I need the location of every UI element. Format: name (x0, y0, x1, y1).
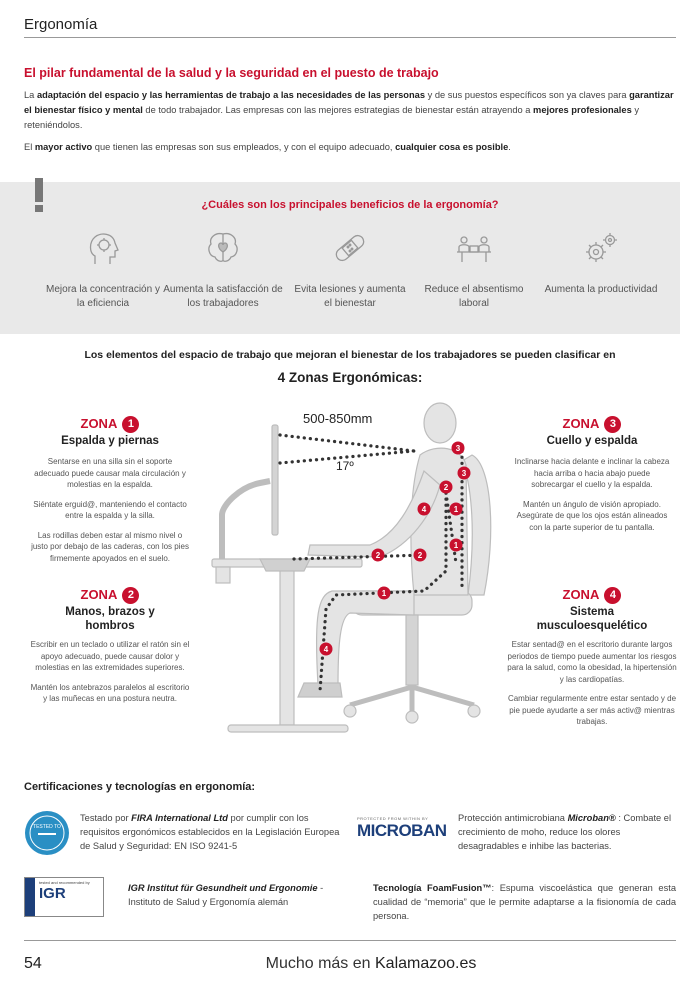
fira-description: Testado por FIRA International Ltd por c… (80, 813, 340, 851)
zones-title: 4 Zonas Ergonómicas: (277, 370, 423, 385)
chair-back (461, 454, 492, 596)
zone-heading: ZONA 4 (506, 587, 678, 604)
foamfusion-description: Tecnología FoamFusion™: Espuma viscoelás… (373, 883, 677, 921)
zone-text: Siéntate erguid@, manteniendo el contact… (33, 499, 187, 521)
zone-text: Sentarse en una silla sin el soporte ade… (34, 457, 186, 489)
igr-logo: tested and recommended by IGR (24, 877, 104, 917)
footer-tagline: Mucho más en Kalamazoo.es (265, 955, 477, 972)
benefit-label: Mejora la concentración y la eficiencia (46, 284, 160, 309)
bandage-icon (335, 234, 365, 262)
svg-text:2: 2 (418, 551, 423, 560)
benefit-item: Reduce el absentismo laboral (414, 228, 534, 311)
zone-text: Las rodillas deben estar al mismo nivel … (31, 530, 189, 563)
svg-text:1: 1 (454, 505, 459, 514)
ergonomic-workstation-illustration: 500-850mm 17º 3 3 2 1 4 1 2 2 1 4 (211, 402, 492, 733)
monitor (271, 424, 279, 536)
page-number: 54 (24, 955, 42, 972)
zone-heading: ZONA 1 (30, 416, 190, 433)
zone-2-block: ZONA 2 Manos, brazos y hombros Escribir … (30, 587, 190, 705)
svg-text:4: 4 (324, 645, 329, 654)
zone-heading: ZONA 3 (512, 416, 672, 433)
desk-foot (227, 724, 349, 733)
svg-text:3: 3 (462, 469, 467, 478)
person-head (423, 402, 457, 444)
zone-marker-1b: 1 (449, 538, 463, 552)
zone-subtitle: Sistema musculoesquelético (536, 606, 648, 632)
zone-number-badge: 1 (122, 416, 140, 433)
zone-number-badge: 2 (122, 587, 140, 604)
zone-marker-4b: 4 (319, 642, 333, 656)
zone-subtitle: Cuello y espalda (546, 435, 638, 447)
zone-marker-3b: 3 (457, 466, 471, 480)
head-brain-icon (89, 233, 119, 264)
distance-label: 500-850mm (303, 411, 372, 426)
benefit-item: Mejora la concentración y la eficiencia (43, 228, 163, 311)
benefit-item: Aumenta la productividad (541, 228, 661, 297)
intro-paragraph: La adaptación del espacio y las herramie… (24, 90, 674, 130)
zone-text: Escribir en un teclado o utilizar el rat… (30, 640, 190, 672)
igr-description: IGR Institut für Gesundheit und Ergonomi… (128, 883, 324, 907)
site-link[interactable]: Kalamazoo.es (375, 955, 477, 972)
zone-4-block: ZONA 4 Sistema musculoesquelético Estar … (506, 587, 678, 728)
zone-number-badge: 4 (604, 587, 622, 604)
benefit-label: Reduce el absentismo laboral (424, 284, 524, 309)
intro-heading: El pilar fundamental de la salud y la se… (24, 66, 439, 80)
zone-marker-3: 3 (451, 441, 465, 455)
zone-text: Estar sentad@ en el escritorio durante l… (507, 640, 677, 684)
header-divider (24, 37, 676, 38)
benefit-item: Evita lesiones y aumenta el bienestar (290, 228, 410, 311)
zone-text: Mantén los antebrazos paralelos al escri… (30, 682, 190, 704)
microban-description: Protección antimicrobiana Microban® : Co… (458, 813, 672, 851)
desk-clamp (215, 566, 231, 584)
zone-marker-4a: 4 (417, 502, 431, 516)
brain-heart-icon (208, 232, 238, 262)
zone-text: Cambiar regularmente entre estar sentado… (507, 694, 677, 726)
zone-1-block: ZONA 1 Espalda y piernas Sentarse en una… (30, 416, 190, 564)
svg-text:3: 3 (456, 444, 461, 453)
svg-text:1: 1 (454, 541, 459, 550)
zone-number-badge: 3 (604, 416, 622, 433)
zone-subtitle: Manos, brazos y hombros (65, 606, 155, 632)
zone-marker-1c: 1 (377, 586, 391, 600)
angle-label: 17º (336, 459, 354, 473)
fira-tested-logo: TESTED TO (25, 811, 69, 855)
svg-text:TESTED TO: TESTED TO (33, 824, 61, 830)
svg-text:2: 2 (376, 551, 381, 560)
benefit-item: Aumenta la satisfacción de los trabajado… (163, 228, 283, 311)
svg-text:2: 2 (444, 483, 449, 492)
gears-icon (586, 233, 617, 262)
svg-text:1: 1 (382, 589, 387, 598)
zone-text: Mantén un ángulo de visión apropiado. As… (516, 499, 668, 532)
footer-divider (24, 940, 676, 941)
person-leg (315, 590, 415, 686)
benefit-label: Aumenta la satisfacción de los trabajado… (163, 284, 283, 309)
certifications-heading: Certificaciones y tecnologías en ergonom… (24, 781, 256, 793)
zone-marker-2c: 2 (413, 548, 427, 562)
benefits-question: ¿Cuáles son los principales beneficios d… (201, 199, 499, 211)
benefit-label: Aumenta la productividad (544, 284, 658, 295)
exclamation-icon (35, 178, 43, 212)
benefits-band (0, 182, 680, 334)
person-arm (307, 469, 441, 558)
meeting-desk-icon (457, 236, 491, 262)
page-section-title: Ergonomía (24, 16, 98, 33)
zone-subtitle: Espalda y piernas (61, 435, 159, 447)
zone-text: Inclinarse hacia delante e inclinar la c… (514, 457, 670, 489)
microban-logo: PROTECTED FROM WITHIN BY MICROBAN (357, 816, 447, 840)
intro-paragraph-2: El mayor activo que tienen las empresas … (24, 142, 511, 152)
zone-marker-2a: 2 (439, 480, 453, 494)
zone-3-block: ZONA 3 Cuello y espalda Inclinarse hacia… (512, 416, 672, 533)
desk-leg (279, 566, 295, 726)
zones-intro: Los elementos del espacio de trabajo que… (84, 349, 616, 361)
benefit-label: Evita lesiones y aumenta el bienestar (294, 284, 406, 309)
svg-text:4: 4 (422, 505, 427, 514)
zone-marker-2b: 2 (371, 548, 385, 562)
zone-heading: ZONA 2 (30, 587, 190, 604)
zone-marker-1a: 1 (449, 502, 463, 516)
